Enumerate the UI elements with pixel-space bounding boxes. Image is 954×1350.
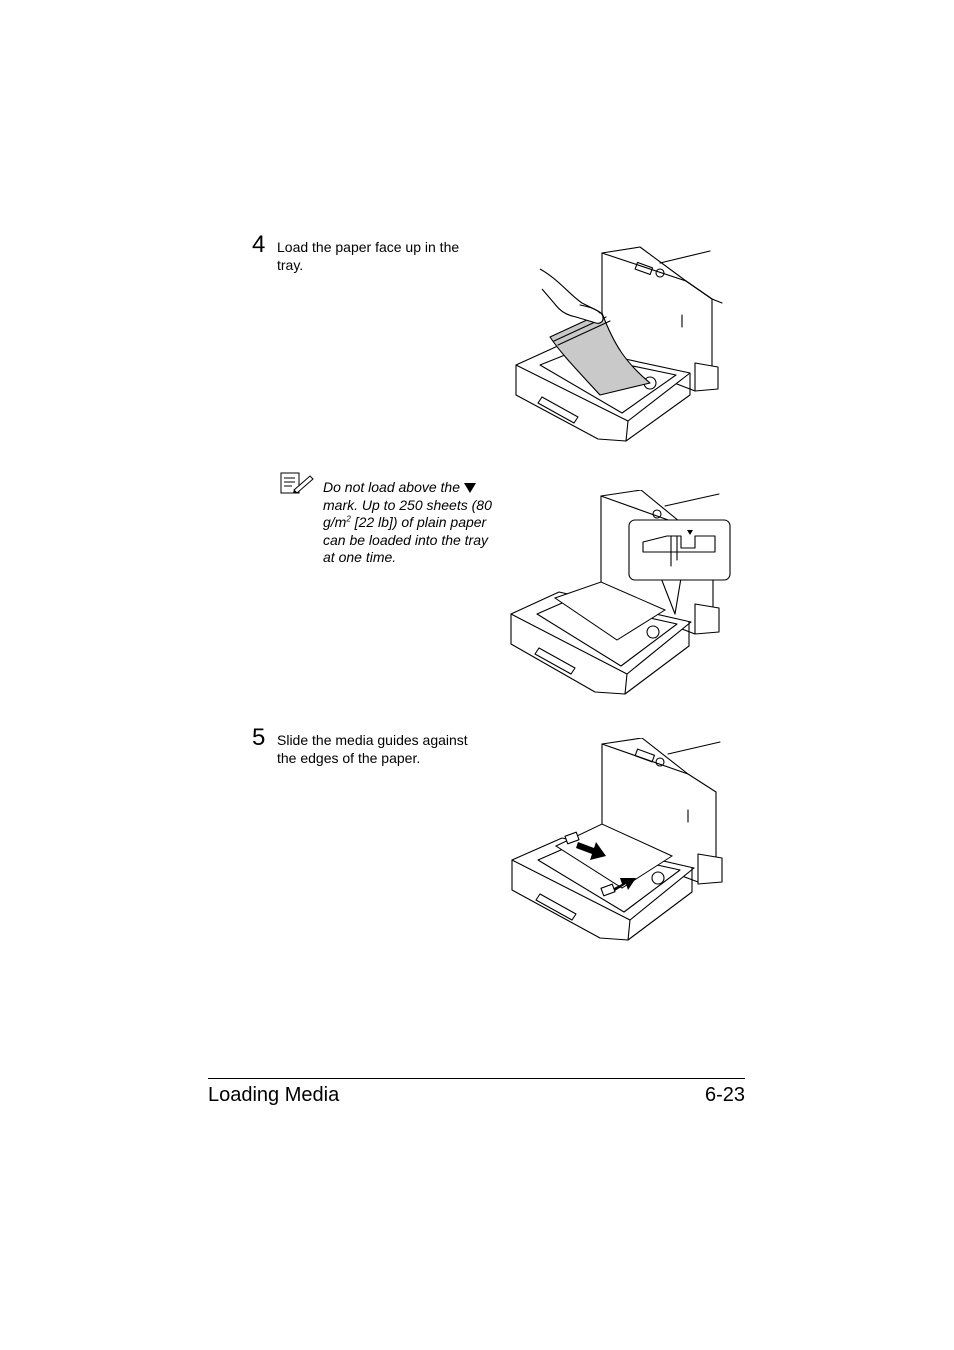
note-pencil-icon (280, 472, 314, 494)
footer-rule (208, 1078, 745, 1079)
note-line-3: [22 lb]) of plain paper can be loaded in… (323, 514, 489, 565)
load-paper-illustration (515, 246, 723, 442)
note-text: Do not load above the mark. Up to 250 sh… (323, 479, 493, 567)
step-number: 5 (252, 724, 266, 751)
note-line-2: mark. Up to 250 sheets (80 g/m (323, 496, 492, 531)
note-superscript: 2 (346, 514, 351, 524)
note-line-1: Do not load above the (323, 479, 460, 495)
step-instruction: Slide the media guides against the edges… (277, 732, 468, 766)
fill-limit-triangle-icon (464, 483, 476, 493)
step-instruction: Load the paper face up in the tray. (277, 239, 460, 273)
step-number: 4 (252, 231, 266, 258)
fill-limit-illustration (510, 490, 731, 695)
footer-section-title: Loading Media (208, 1084, 340, 1106)
slide-guides-illustration (511, 738, 723, 941)
footer-page-number: 6-23 (704, 1084, 745, 1106)
arrow-right-down-icon (576, 842, 606, 860)
